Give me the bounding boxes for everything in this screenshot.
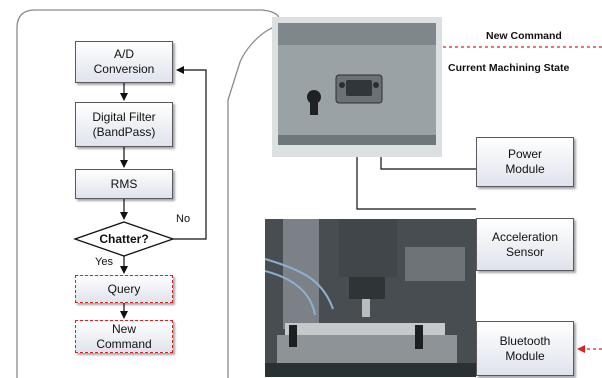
power-module-box: Power Module xyxy=(476,137,574,187)
rms-box: RMS xyxy=(75,169,173,199)
no-loop-line xyxy=(173,66,207,240)
digital-filter-box: Digital Filter (BandPass) xyxy=(75,102,173,147)
ad-conversion-box: A/D Conversion xyxy=(75,41,173,83)
yes-label: Yes xyxy=(95,256,113,268)
device-photo xyxy=(272,17,442,157)
acceleration-sensor-box: Acceleration Sensor xyxy=(476,218,574,271)
current-state-signal-label: Current Machining State xyxy=(448,62,570,74)
new-command-box: New Command xyxy=(75,320,173,353)
machine-photo xyxy=(265,219,476,377)
decision-diamond xyxy=(73,221,175,257)
bluetooth-module-box: Bluetooth Module xyxy=(476,321,574,376)
chatter-decision-label: Chatter? xyxy=(99,232,149,246)
query-box: Query xyxy=(75,275,173,303)
no-label: No xyxy=(176,213,191,225)
new-command-signal-label: New Command xyxy=(486,30,562,42)
